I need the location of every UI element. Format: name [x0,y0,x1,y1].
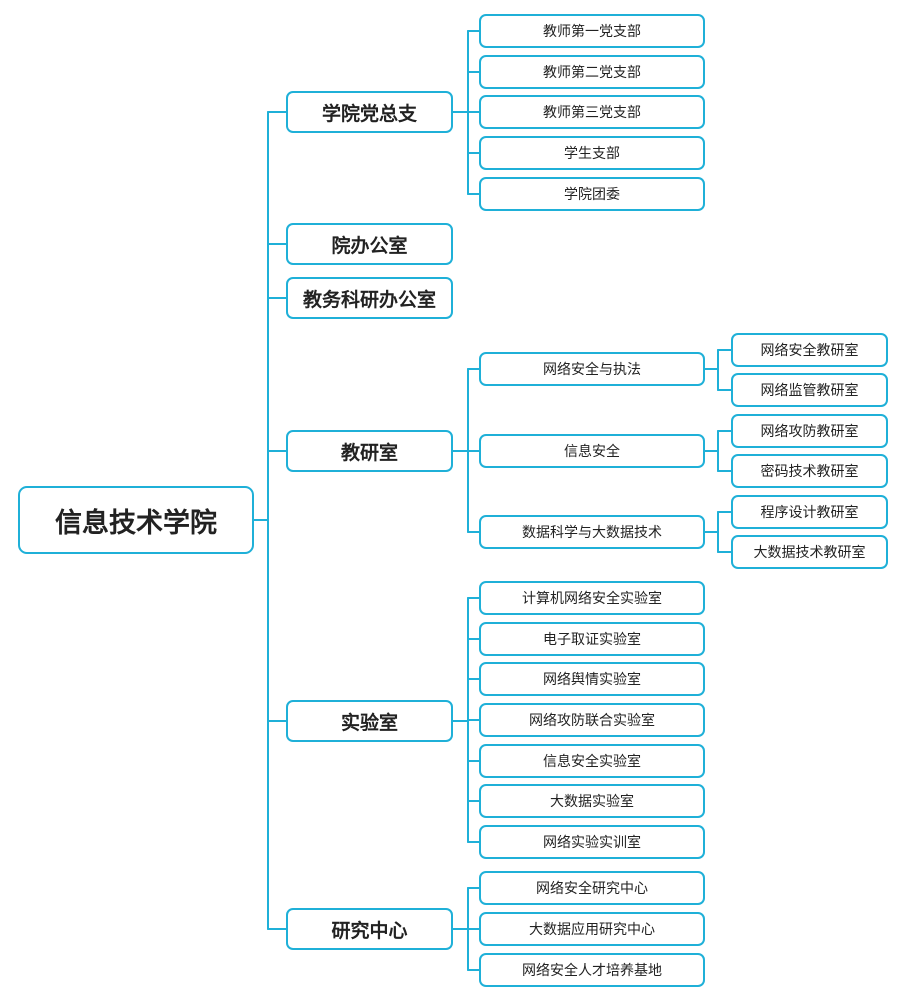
party-branch-node: 学院团委 [479,177,705,211]
party-branch-node: 学生支部 [479,136,705,170]
branch-party-committee: 学院党总支 [286,91,453,133]
lab-node: 信息安全实验室 [479,744,705,778]
teaching-section-node: 网络攻防教研室 [731,414,888,448]
branch-teaching-office: 教研室 [286,430,453,472]
teaching-section-node: 密码技术教研室 [731,454,888,488]
teaching-section-node: 网络安全教研室 [731,333,888,367]
lab-node: 电子取证实验室 [479,622,705,656]
party-branch-node: 教师第一党支部 [479,14,705,48]
lab-node: 网络攻防联合实验室 [479,703,705,737]
research-node: 大数据应用研究中心 [479,912,705,946]
branch-college-office: 院办公室 [286,223,453,265]
branch-academic-office: 教务科研办公室 [286,277,453,319]
discipline-node: 信息安全 [479,434,705,468]
root-node: 信息技术学院 [18,486,254,554]
teaching-section-node: 大数据技术教研室 [731,535,888,569]
party-branch-node: 教师第二党支部 [479,55,705,89]
discipline-node: 数据科学与大数据技术 [479,515,705,549]
lab-node: 网络舆情实验室 [479,662,705,696]
discipline-node: 网络安全与执法 [479,352,705,386]
research-node: 网络安全研究中心 [479,871,705,905]
teaching-section-node: 程序设计教研室 [731,495,888,529]
party-branch-node: 教师第三党支部 [479,95,705,129]
research-node: 网络安全人才培养基地 [479,953,705,987]
branch-laboratory: 实验室 [286,700,453,742]
lab-node: 计算机网络安全实验室 [479,581,705,615]
lab-node: 大数据实验室 [479,784,705,818]
branch-research-center: 研究中心 [286,908,453,950]
lab-node: 网络实验实训室 [479,825,705,859]
teaching-section-node: 网络监管教研室 [731,373,888,407]
